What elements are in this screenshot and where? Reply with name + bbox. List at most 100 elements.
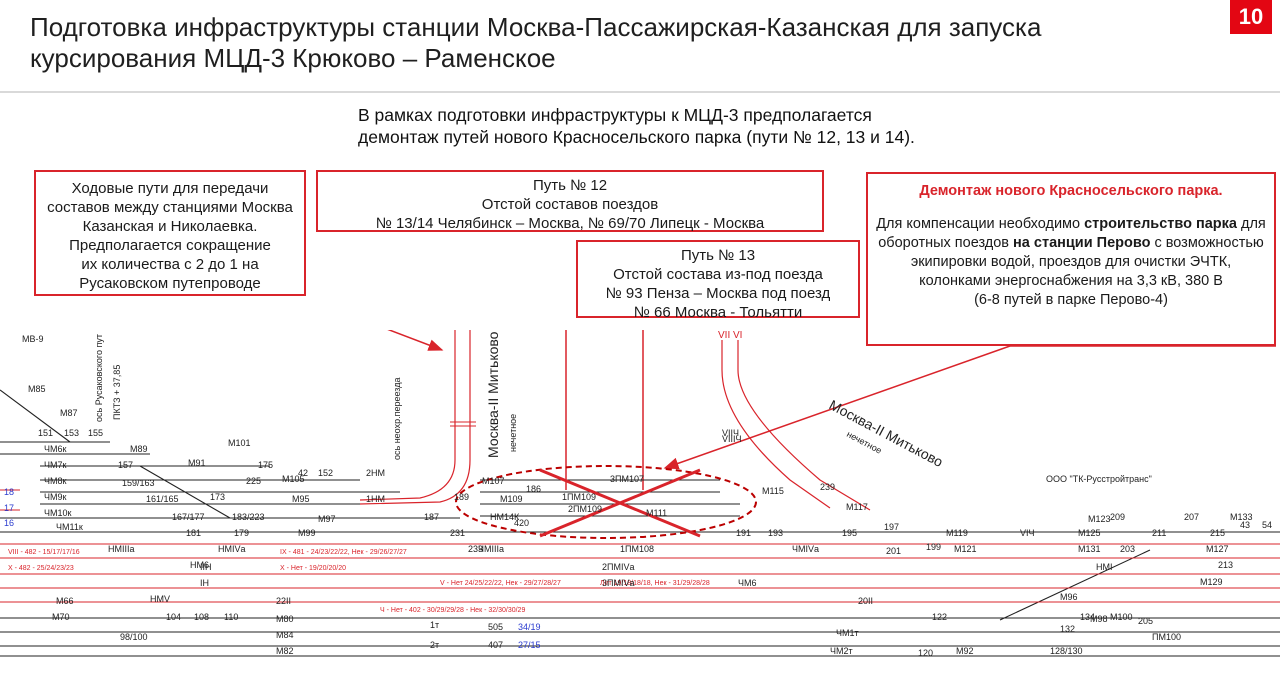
point-number: 209: [1110, 512, 1125, 522]
point-number: 225: [246, 476, 261, 486]
callout-line: Путь № 13: [680, 247, 756, 264]
point-number: 197: [884, 522, 899, 532]
point-number: 189: [454, 492, 469, 502]
signal-label: 3ПМ107: [610, 474, 644, 484]
callout-text: с возможностью экипировки водой, проездо…: [910, 235, 1264, 289]
point-number: 110: [224, 612, 238, 622]
red-track-label: VIII - 482 - 15/17/17/16: [8, 549, 80, 556]
title-line-2: курсирования МЦД-3 Крюково – Раменское: [30, 43, 556, 73]
label-mb9: МВ-9: [22, 334, 44, 344]
point-number: 132: [1060, 624, 1075, 634]
red-track-label: IX - 481 - 24/23/22/22, Нек - 29/26/27/2…: [280, 549, 407, 556]
signal-label: М99: [298, 528, 316, 538]
point-number: 233: [468, 544, 483, 554]
callout-text: для оборотных поездов: [878, 216, 1266, 251]
red-track-label: X - Нет - 19/20/20/20: [280, 565, 346, 572]
point-number: 134: [1080, 612, 1095, 622]
callout-line: составов между станциями Москва: [47, 199, 293, 216]
signal-label: ЧМ6: [738, 578, 757, 588]
point-number: 122: [932, 612, 947, 622]
callout-running-tracks: Ходовые пути для передачи составов между…: [34, 170, 306, 296]
signal-label: М111: [646, 508, 667, 518]
point-number: 152: [318, 468, 333, 478]
intro-text: В рамках подготовки инфраструктуры к МЦД…: [358, 104, 1078, 148]
point-number: 120: [918, 648, 933, 658]
signal-label: VIIIЧ: [722, 434, 742, 444]
signal-label: ЧМIIIа: [478, 544, 504, 554]
point-number: 153: [64, 428, 79, 438]
callout-heading: Демонтаж нового Красносельского парка.: [919, 183, 1223, 199]
callout-line: Казанская и Николаевка.: [82, 218, 258, 235]
point-number: 42: [298, 468, 308, 478]
signal-label: 2НМ: [366, 468, 385, 478]
red-track-label: X - 482 - 25/24/23/23: [8, 565, 74, 572]
signal-label: 1ПМ109: [562, 492, 596, 502]
signal-label: VIIЧ: [722, 428, 739, 438]
point-number: 2т: [430, 640, 439, 650]
signal-label: IIН: [200, 562, 212, 572]
point-number: 17: [4, 503, 14, 513]
signal-label: НМV: [150, 594, 170, 604]
callout-line: Отстой состава из-под поезда: [613, 266, 823, 283]
title-line-1: Подготовка инфраструктуры станции Москва…: [30, 12, 1042, 42]
signal-label: ЧМIVа: [792, 544, 819, 554]
black-tracks: [0, 389, 1280, 657]
label-odd-left: нечетное: [508, 414, 518, 452]
point-number: 157: [118, 460, 133, 470]
point-number: 199: [926, 542, 941, 552]
signal-label: М100: [1110, 612, 1133, 622]
signal-label: М119: [946, 528, 968, 538]
header-divider: [0, 91, 1280, 93]
signal-label: М84: [276, 630, 294, 640]
signal-label: М92: [956, 646, 974, 656]
callout-line: Путь № 12: [532, 177, 608, 194]
callout-text: (6-8 путей в парке Перово-4): [974, 292, 1168, 308]
signal-label: М101: [228, 438, 251, 448]
point-number: 167/177: [172, 512, 205, 522]
point-number: 215: [1210, 528, 1225, 538]
intro-line-1: В рамках подготовки инфраструктуры к МЦД…: [358, 105, 872, 125]
callout-line: Ходовые пути для передачи: [71, 180, 269, 197]
signal-label: М98: [1090, 614, 1108, 624]
signal-label: ЧМ9к: [44, 492, 67, 502]
label-pk: ПКТЗ + 37,85: [112, 365, 122, 420]
point-number: 161/165: [146, 494, 179, 504]
signal-label: НМI: [1096, 562, 1113, 572]
signal-labels: М85 М87 М89 ЧМ6к ЧМ7к ЧМ8к ЧМ9к ЧМ10к ЧМ…: [28, 384, 1253, 656]
point-number: 22II: [276, 596, 291, 606]
point-number: 20II: [858, 596, 873, 606]
track-schematic: VIII - 482 - 15/17/17/16 IX - 481 - 24/2…: [0, 330, 1280, 658]
arrow-dismantle: [663, 345, 1011, 470]
point-number: 104: [166, 612, 181, 622]
signal-label: М87: [60, 408, 78, 418]
signal-label: М66: [56, 596, 74, 606]
point-number: 175: [258, 460, 273, 470]
signal-label: М117: [846, 502, 868, 512]
point-number: 211: [1152, 528, 1166, 538]
signal-label: М85: [28, 384, 46, 394]
point-number: 179: [234, 528, 249, 538]
signal-label: М96: [1060, 592, 1078, 602]
callout-dismantle: Демонтаж нового Красносельского парка. Д…: [866, 172, 1276, 346]
signal-label: М123: [1088, 514, 1111, 524]
signal-label: 3ПМIVа: [602, 578, 634, 588]
signal-label: 1ПМ108: [620, 544, 654, 554]
point-number: 54: [1262, 520, 1272, 530]
red-track-labels: VIII - 482 - 15/17/17/16 IX - 481 - 24/2…: [8, 549, 710, 614]
signal-label: М125: [1078, 528, 1101, 538]
point-number: 187: [424, 512, 439, 522]
signal-label: НМIVа: [218, 544, 246, 554]
callout-line: № 13/14 Челябинск – Москва, № 69/70 Липе…: [375, 215, 765, 232]
slide-title: Подготовка инфраструктуры станции Москва…: [30, 12, 1210, 74]
dismantle-area-ellipse: [455, 465, 757, 539]
signal-label: М91: [188, 458, 206, 468]
signal-label: М82: [276, 646, 294, 656]
signal-label: М89: [130, 444, 148, 454]
callout-text: Для компенсации необходимо: [876, 216, 1085, 232]
signal-label: 1НМ: [366, 494, 385, 504]
point-numbers: 151 153 155 157 159/163 161/165 167/177 …: [4, 428, 1272, 658]
callout-track-12: Путь № 12 Отстой составов поездов № 13/1…: [316, 170, 824, 232]
point-number: 186: [526, 484, 541, 494]
callout-line: Предполагается сокращение: [69, 237, 271, 254]
point-number: 191: [736, 528, 751, 538]
